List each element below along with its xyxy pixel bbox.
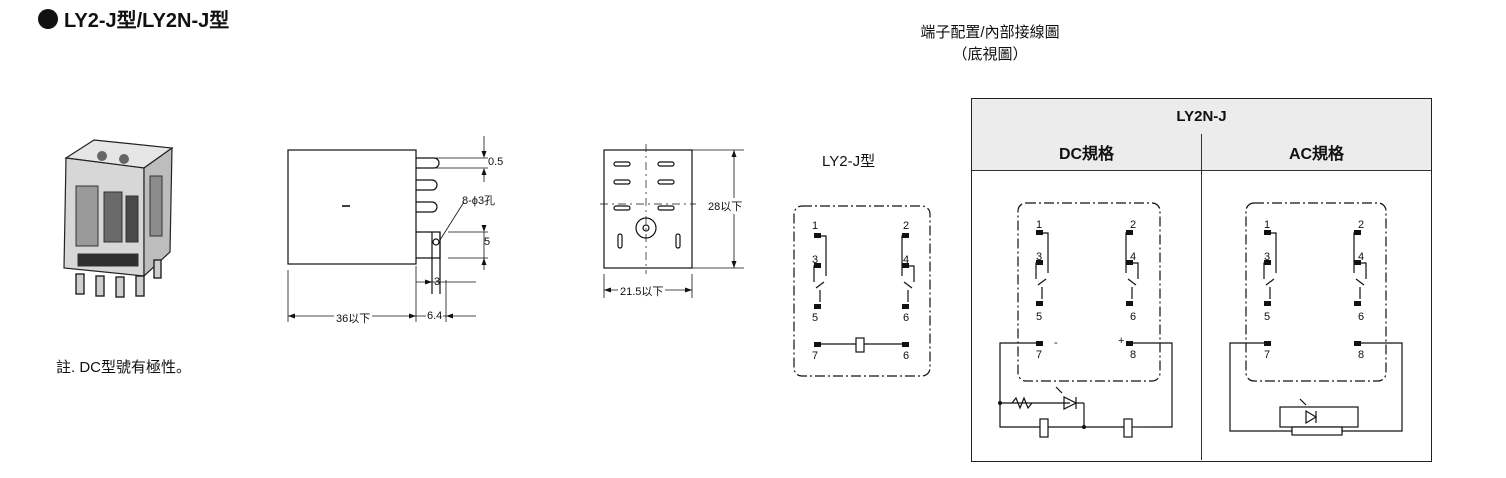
dim-pin-offset: 0.5 [488, 156, 504, 168]
ac-pin-5: 5 [1264, 311, 1271, 323]
ly2-pin-5: 5 [812, 312, 819, 324]
table-title: LY2N-J [972, 99, 1431, 135]
dc-pin-5: 5 [1036, 311, 1043, 323]
dc-pin-8: 8 [1130, 349, 1137, 361]
ly2n-j-table: LY2N-J DC規格 AC規格 [971, 98, 1432, 462]
ac-pin-1: 1 [1264, 219, 1271, 231]
ac-pin-4: 4 [1358, 251, 1365, 263]
dc-pin-4: 4 [1130, 251, 1137, 263]
ly2-pin-8: 6 [903, 350, 910, 362]
terminal-diagram-heading: 端子配置/內部接線圖 （底視圖） [860, 22, 1120, 66]
ac-pin-8: 8 [1358, 349, 1365, 361]
ly2-pin-1: 1 [812, 220, 819, 232]
bullet-icon [38, 8, 58, 29]
heading-line-2: （底視圖） [952, 46, 1028, 63]
ac-pin-6: 6 [1358, 311, 1365, 323]
dim-pin-length: 6.4 [426, 310, 444, 322]
ac-spec-header: AC規格 [1288, 146, 1345, 163]
ly2-pin-4: 4 [903, 254, 910, 266]
side-view-drawing [287, 136, 488, 322]
ly2-pin-7: 7 [812, 350, 819, 362]
ac-pin-7: 7 [1264, 349, 1271, 361]
ac-pin-3: 3 [1264, 251, 1271, 263]
dc-pin-6: 6 [1130, 311, 1137, 323]
relay-photo [63, 139, 174, 298]
ly2-pin-3: 3 [812, 254, 819, 266]
dc-pin-2: 2 [1130, 219, 1137, 231]
dc-terminal-diagram [998, 202, 1173, 438]
dc-minus: - [1054, 337, 1058, 349]
table-header-row: DC規格 AC規格 [972, 134, 1431, 171]
dc-plus: + [1118, 335, 1125, 347]
polarity-note: 註. DC型號有極性。 [56, 359, 192, 376]
dim-height-28: 28以下 [708, 198, 743, 214]
heading-line-1: 端子配置/內部接線圖 [920, 24, 1060, 41]
ly2-j-terminal-diagram [793, 205, 931, 377]
page-title: LY2-J型/LY2N-J型 [38, 4, 229, 33]
ac-terminal-diagram [1229, 202, 1403, 436]
dim-hole-label: 8-ϕ3孔 [462, 195, 496, 207]
bottom-view-drawing [600, 144, 744, 298]
title-text: LY2-J型/LY2N-J型 [64, 10, 230, 32]
ac-pin-2: 2 [1358, 219, 1365, 231]
dc-pin-1: 1 [1036, 219, 1043, 231]
ly2-pin-2: 2 [903, 220, 910, 232]
dim-width-215: 21.5以下 [618, 283, 666, 299]
ly2-pin-6: 6 [903, 312, 910, 324]
column-divider [1201, 170, 1202, 460]
dc-pin-3: 3 [1036, 251, 1043, 263]
dc-spec-header: DC規格 [972, 134, 1202, 170]
dim-length: 36以下 [334, 310, 373, 326]
ly2-j-label: LY2-J型 [822, 153, 876, 170]
dim-pin-3: 3 [434, 276, 441, 288]
dim-height-5: 5 [484, 236, 491, 248]
dc-pin-7: 7 [1036, 349, 1043, 361]
